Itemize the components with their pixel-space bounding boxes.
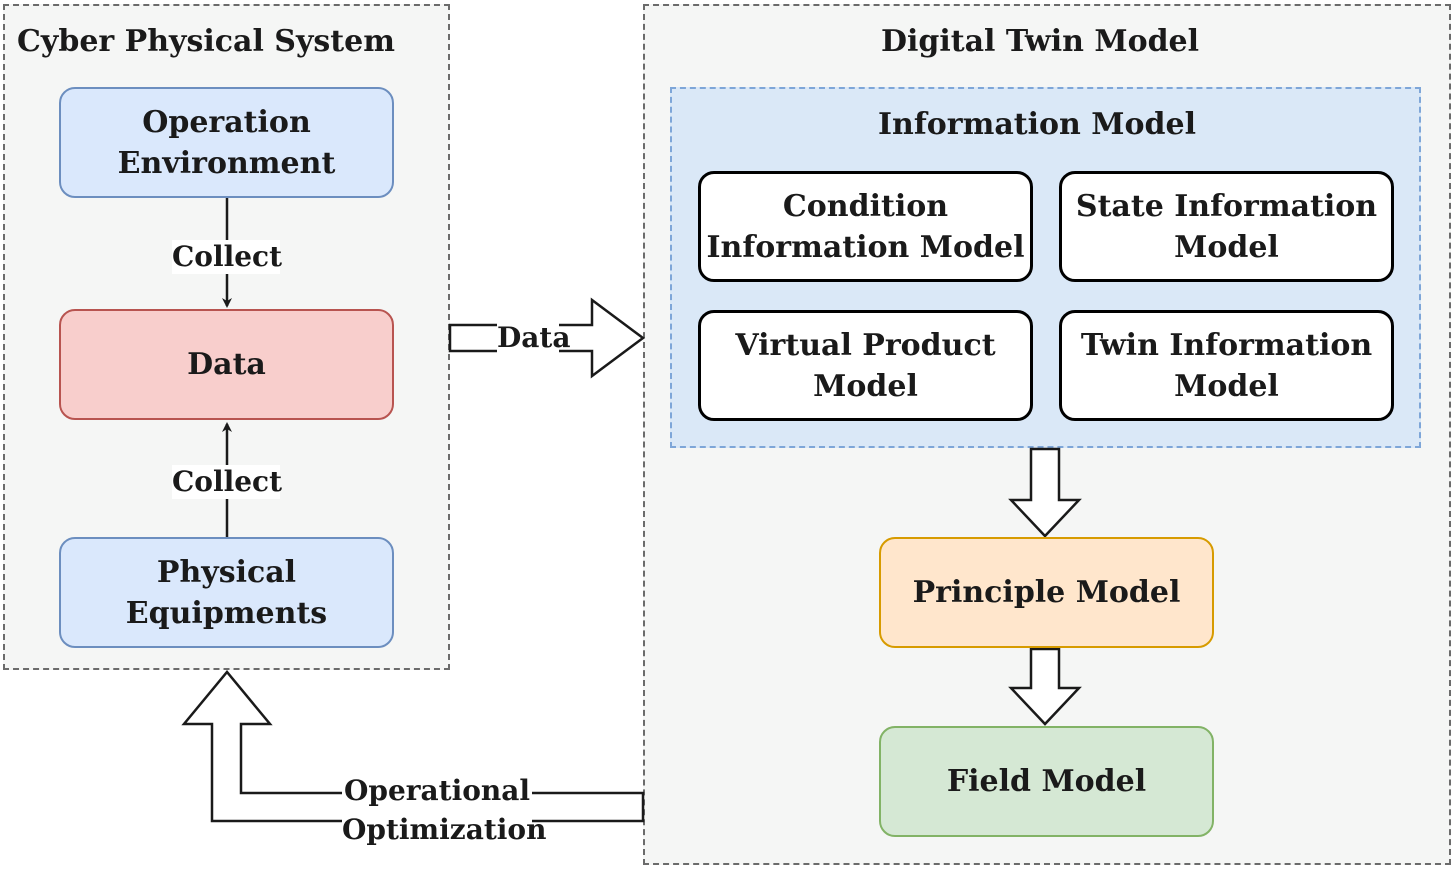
operational-optimization-label: Operational Optimization [342,771,546,849]
cyber-physical-system-title: Cyber Physical System [17,24,395,59]
field-model-box: Field Model [879,726,1214,837]
operation-environment-box: Operation Environment [59,87,394,198]
state-information-model-box: State Information Model [1059,171,1394,282]
twin-information-model-box: Twin Information Model [1059,310,1394,421]
physical-equipments-box: Physical Equipments [59,537,394,648]
collect-label-bottom: Collect [172,465,283,499]
principle-to-field-arrow [1008,647,1082,726]
info-to-principle-arrow [1008,447,1082,538]
data-box: Data [59,309,394,420]
condition-information-model-box: Condition Information Model [698,171,1033,282]
virtual-product-model-box: Virtual Product Model [698,310,1033,421]
principle-model-box: Principle Model [879,537,1214,648]
data-flow-label: Data [497,321,571,355]
information-model-title: Information Model [878,107,1196,142]
collect-label-top: Collect [172,240,283,274]
digital-twin-model-title: Digital Twin Model [880,24,1200,59]
